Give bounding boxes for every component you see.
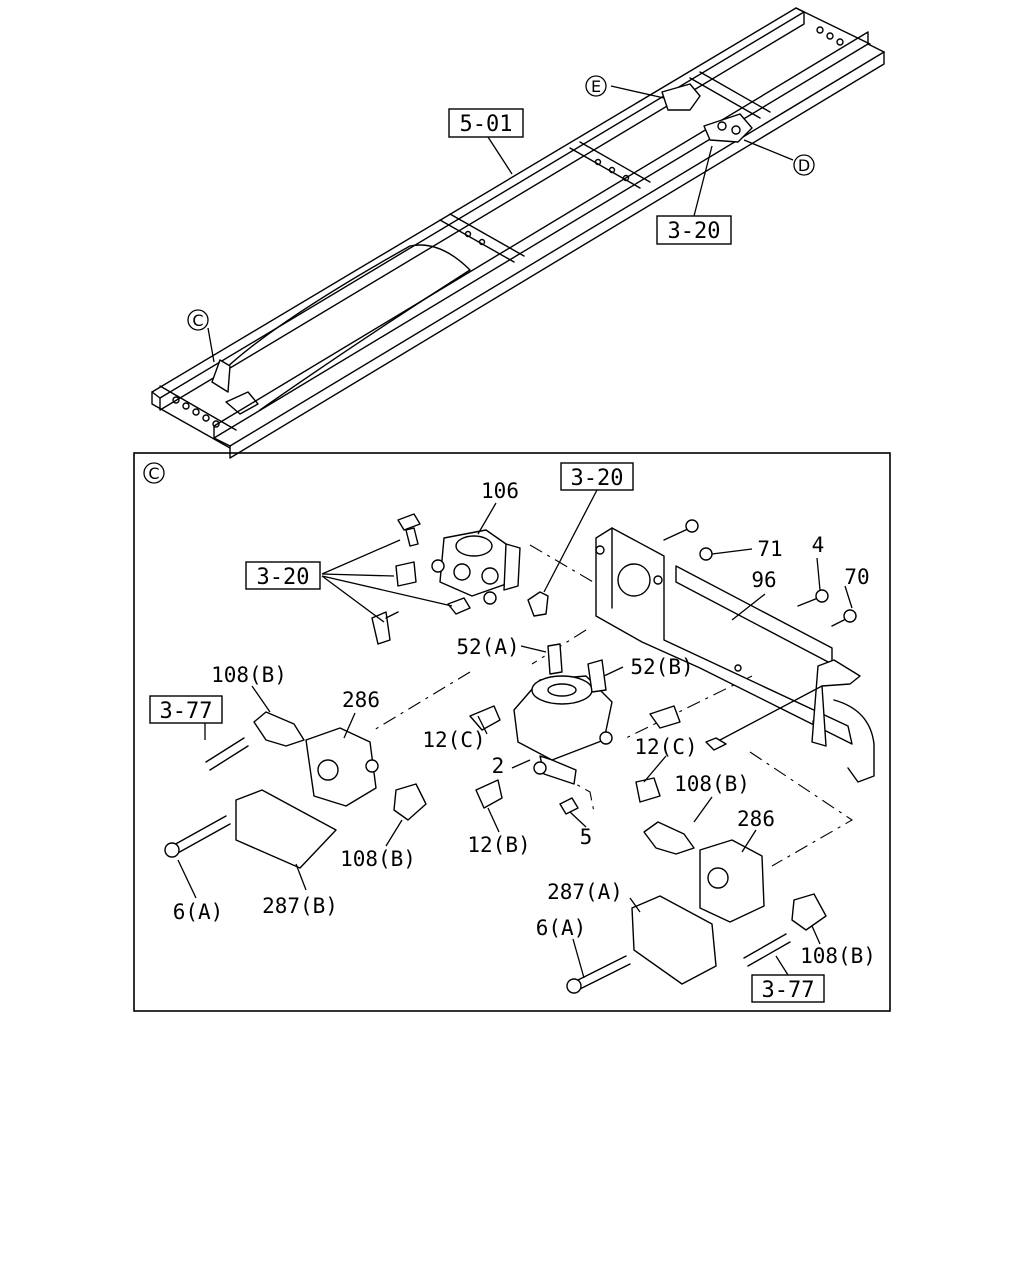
part-4-label[interactable]: 4	[812, 533, 825, 557]
part-286-right-label[interactable]: 286	[737, 807, 775, 831]
part-52b-label[interactable]: 52(B)	[630, 655, 693, 679]
bolts	[164, 519, 857, 994]
part-108b-top-right-label[interactable]: 108(B)	[674, 772, 750, 796]
ref-3-77-right-label: 3-77	[762, 978, 815, 1003]
part-108b-mid-left-label[interactable]: 108(B)	[340, 847, 416, 871]
detail-frame	[133, 452, 891, 1012]
chassis-frame-drawing	[151, 7, 885, 459]
ref-5-01-label: 5-01	[460, 112, 513, 137]
detail-leaders	[177, 489, 853, 979]
part-108b-bottom-right-label[interactable]: 108(B)	[800, 944, 876, 968]
part-287a-label[interactable]: 287(A)	[547, 880, 623, 904]
ref-box-3-20-left[interactable]: 3-20	[245, 561, 321, 590]
part-71-label[interactable]: 71	[757, 537, 782, 561]
ref-3-20-top-label: 3-20	[571, 466, 624, 491]
part-286-left-label[interactable]: 286	[342, 688, 380, 712]
callout-circle-c[interactable]: C	[187, 309, 209, 331]
callout-circle-d[interactable]: D	[793, 154, 815, 176]
callout-circle-e[interactable]: E	[585, 75, 607, 97]
fittings-3-20	[371, 513, 549, 645]
part-12c-right-label[interactable]: 12(C)	[634, 735, 697, 759]
ref-3-20-left-label: 3-20	[257, 565, 310, 590]
part-12b-label[interactable]: 12(B)	[467, 833, 530, 857]
ref-box-3-20-overview[interactable]: 3-20	[656, 215, 732, 245]
part-12c-left-label[interactable]: 12(C)	[422, 728, 485, 752]
detail-callout-c: C	[143, 462, 165, 484]
part-106-label[interactable]: 106	[481, 479, 519, 503]
part-96-label[interactable]: 96	[751, 568, 776, 592]
part-52a-label[interactable]: 52(A)	[456, 635, 519, 659]
detail-callout-label: C	[148, 464, 159, 483]
part-6a-right-label[interactable]: 6(A)	[536, 916, 587, 940]
callout-e-label: E	[591, 77, 601, 96]
shield-287a	[631, 895, 717, 985]
ref-3-77-left-label: 3-77	[160, 699, 213, 724]
ref-box-3-77-right[interactable]: 3-77	[751, 974, 825, 1003]
ref-box-5-01[interactable]: 5-01	[448, 108, 524, 138]
part-2-label[interactable]: 2	[492, 754, 505, 778]
valve-286-right	[643, 821, 827, 931]
part-70-label[interactable]: 70	[844, 565, 869, 589]
part-5-label[interactable]: 5	[580, 825, 593, 849]
part-labels: 106 71 4 96 70 52(A) 52(B) 108(B) 286 12…	[173, 479, 876, 968]
ref-box-3-77-left[interactable]: 3-77	[149, 695, 223, 724]
callout-c-label: C	[192, 311, 203, 330]
ref-box-3-20-top[interactable]: 3-20	[560, 462, 634, 491]
shield-287b	[235, 789, 337, 869]
bracket-96	[595, 527, 875, 783]
valve-286-left	[253, 711, 427, 821]
part-6a-left-label[interactable]: 6(A)	[173, 900, 224, 924]
part-108b-top-left-label[interactable]: 108(B)	[211, 663, 287, 687]
part-287b-label[interactable]: 287(B)	[262, 894, 338, 918]
callout-d-label: D	[798, 156, 810, 175]
ref-3-20-label: 3-20	[668, 219, 721, 244]
relay-valve-2	[513, 643, 613, 785]
valve-106	[431, 529, 521, 605]
